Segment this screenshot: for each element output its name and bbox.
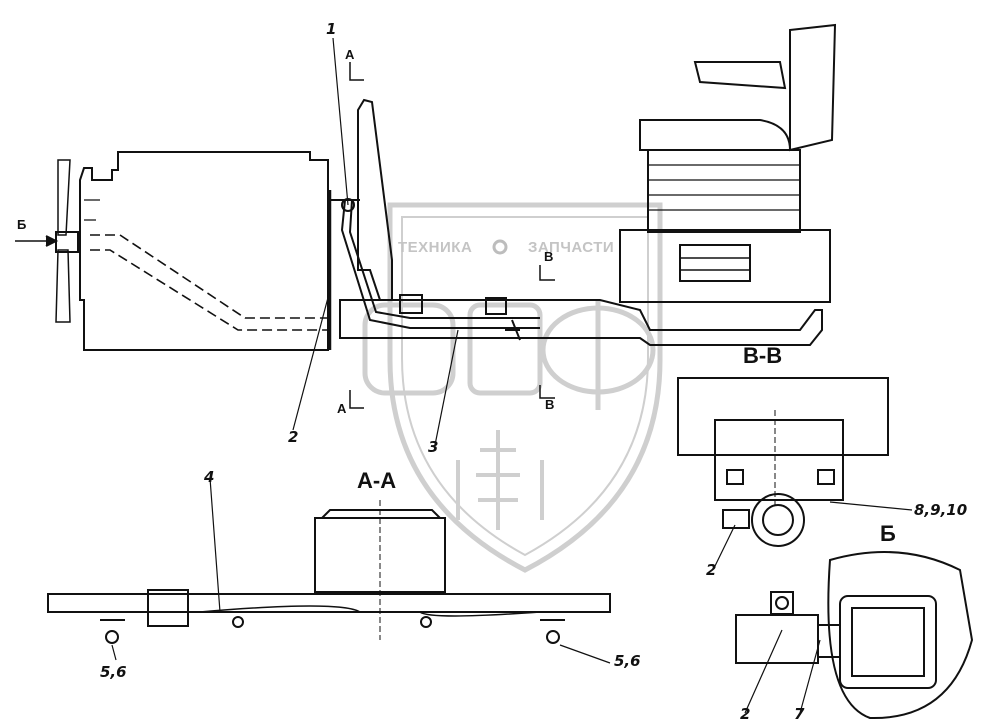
watermark-right-text: ЗАПЧАСТИ (528, 239, 615, 256)
section-title-vv: В-В (743, 343, 783, 368)
callout-8-9-10: 8,9,10 (914, 501, 968, 519)
seat-arm (693, 61, 787, 90)
cut-mark-v-bottom: В (545, 397, 555, 412)
view-title-b: Б (880, 521, 896, 546)
section-aa-view (47, 500, 611, 644)
gear-icon (492, 239, 508, 255)
seat-bellows (647, 149, 801, 233)
fan-blade (55, 159, 71, 323)
section-vv-view (677, 377, 889, 547)
frame-rail (339, 299, 823, 346)
watermark-left-text: ТЕХНИКА (398, 239, 473, 256)
callout-2-b: 2 (740, 705, 751, 723)
callout-1: 1 (326, 20, 337, 38)
cut-mark-v-top: В (544, 249, 554, 264)
view-b-view (735, 551, 974, 720)
seat-back (789, 23, 837, 152)
callout-2-main: 2 (288, 428, 299, 446)
seat-cushion (639, 119, 792, 151)
cut-mark-a-top: А (345, 47, 355, 62)
callout-4: 4 (204, 468, 215, 486)
callout-7: 7 (794, 705, 805, 723)
callout-5-6-right: 5,6 (614, 652, 641, 670)
cut-mark-a-bottom: А (337, 401, 347, 416)
callout-2-vv: 2 (706, 561, 717, 579)
callout-5-6-left: 5,6 (100, 663, 127, 681)
section-title-aa: А-А (357, 468, 397, 493)
seat-base (619, 229, 831, 303)
callout-3: 3 (428, 438, 439, 456)
watermark-shield (362, 202, 663, 573)
cut-mark-b-arrow: Б (17, 217, 27, 232)
main-view (15, 23, 913, 714)
pipe-dashed (90, 234, 330, 331)
engine-block (79, 151, 329, 351)
